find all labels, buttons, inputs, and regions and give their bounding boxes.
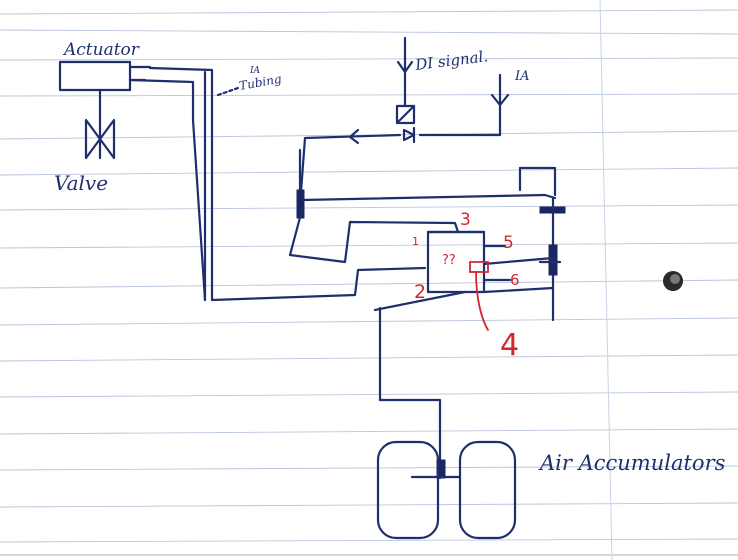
port-annotations [469, 261, 489, 331]
air-accumulators-label: Air Accumulators [538, 451, 726, 475]
ia-supply-arrow [490, 73, 510, 137]
port-4-label: 4 [500, 328, 519, 363]
actuator-symbol [58, 60, 152, 122]
unknown-component-label: ?? [442, 253, 456, 268]
port-5-label: 5 [503, 233, 514, 253]
ia-tubing-top-label: IA [249, 66, 261, 76]
actuator-label: Actuator [62, 40, 140, 60]
ia-supply-label: IA [514, 69, 530, 84]
port-2-label: 2 [414, 281, 426, 303]
pilot-line [298, 126, 502, 207]
port-3-label: 3 [460, 210, 471, 230]
port-6-label: 6 [510, 271, 520, 289]
ia-tubing-label: Tubing [238, 72, 283, 93]
air-accumulator-tanks [376, 440, 517, 540]
di-signal-arrow [395, 36, 416, 125]
port-1-label: 1 [412, 235, 419, 248]
di-signal-label: DI signal. [413, 47, 489, 74]
accumulator-feed-line [378, 306, 462, 480]
valve-label: Valve [54, 171, 108, 195]
unknown-component [373, 230, 555, 312]
ia-tubing-line [128, 66, 427, 302]
valve-symbol [84, 118, 116, 160]
